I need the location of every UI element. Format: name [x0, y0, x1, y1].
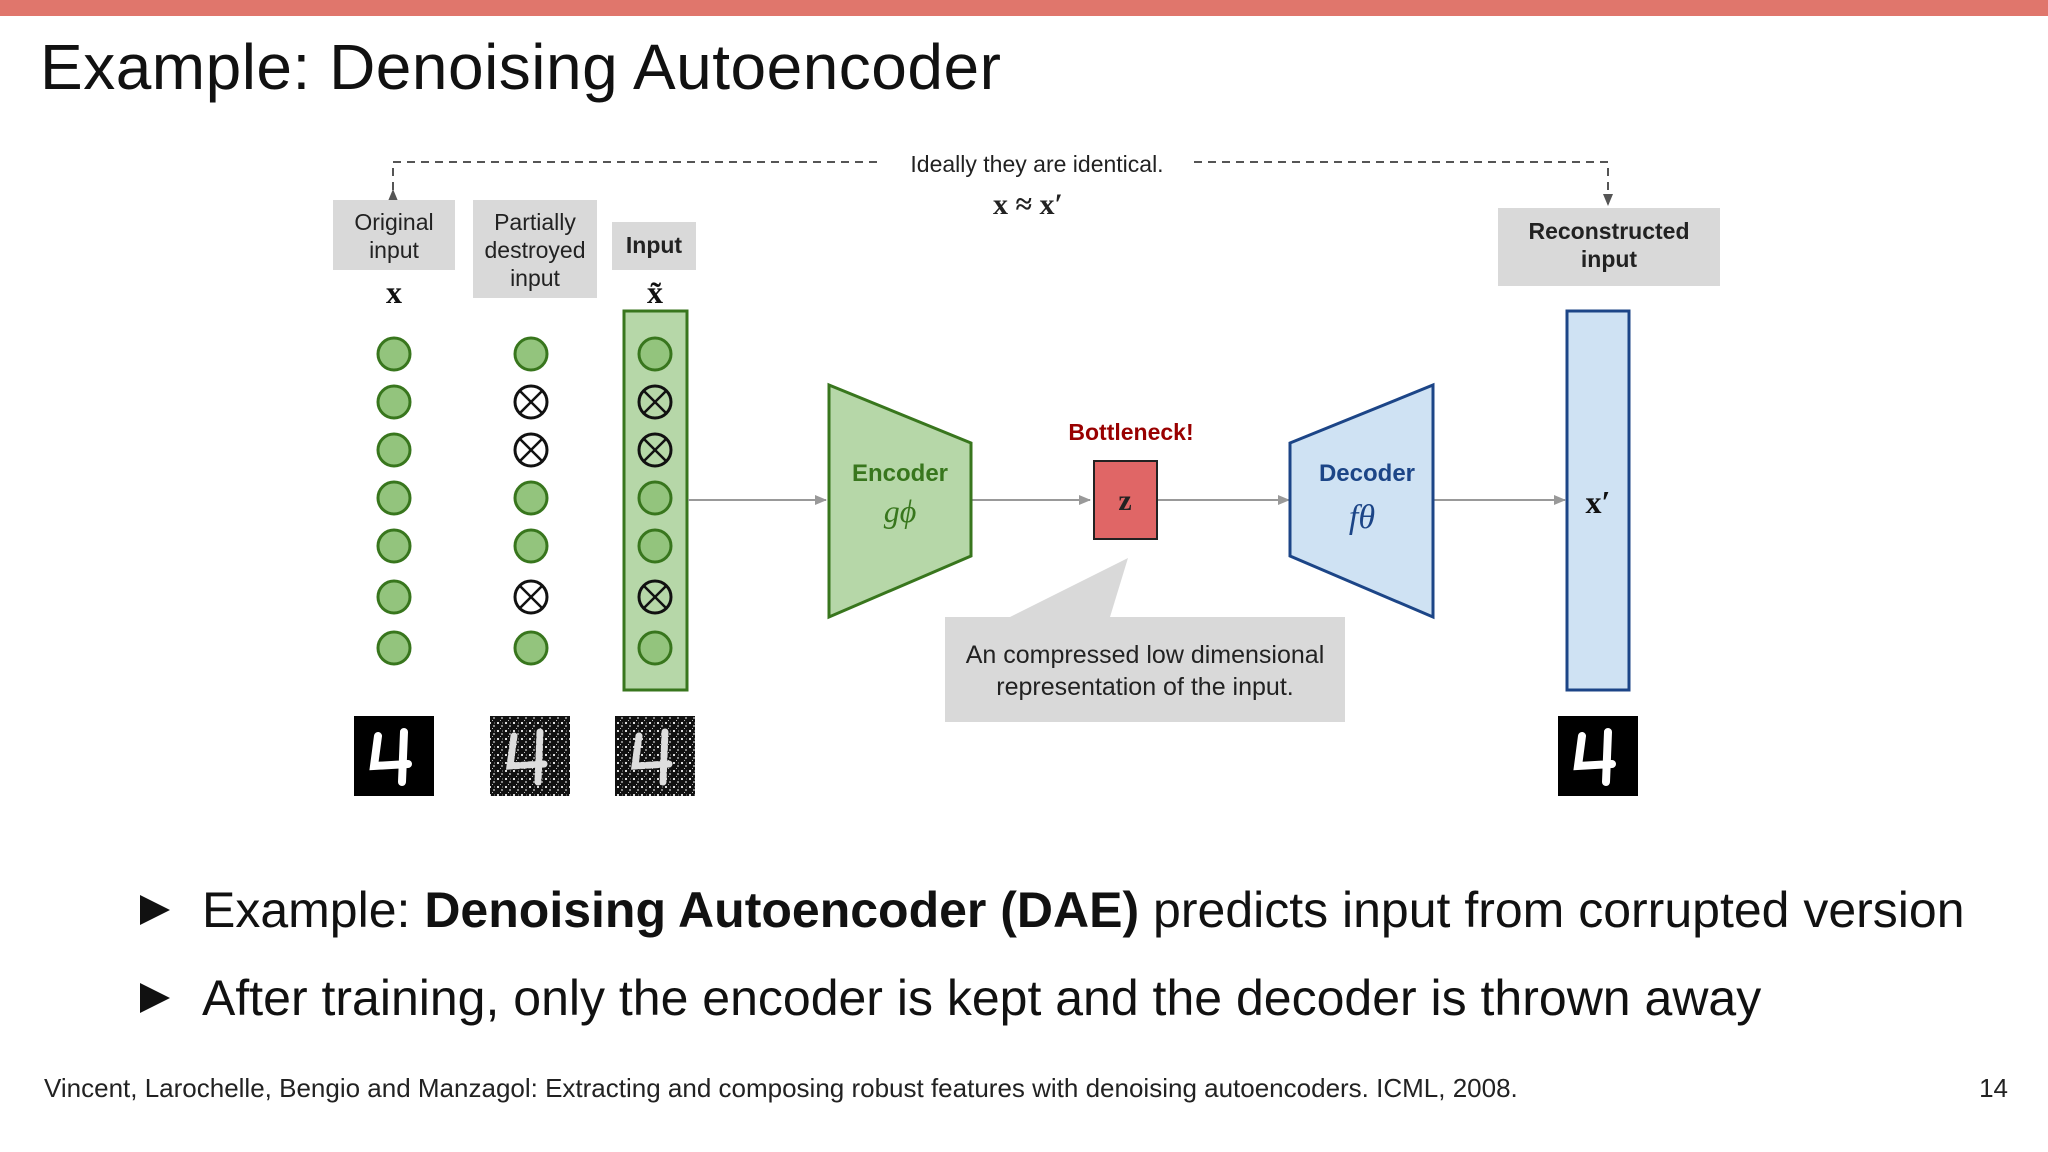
bottleneck-label: Bottleneck!: [1068, 419, 1193, 445]
bottleneck-block: Bottleneck! z: [1068, 419, 1194, 540]
partial-nodes: [513, 336, 549, 666]
original-label-line-1: Original: [354, 209, 433, 235]
bullet-arrow-icon: [140, 983, 170, 1013]
input-node: [637, 336, 673, 372]
original-node: [376, 579, 412, 615]
input-destroyed-node: [637, 432, 673, 468]
bullet-1-suffix: predicts input from corrupted version: [1139, 882, 1965, 938]
partial-destroyed-mark: [518, 437, 544, 463]
input-label-text: Input: [626, 232, 683, 258]
partial-destroyed-node: [513, 432, 549, 468]
bullet-list: Example: Denoising Autoencoder (DAE) pre…: [140, 866, 1965, 1042]
input-label: Input: [612, 222, 696, 270]
partial-destroyed-node: [513, 579, 549, 615]
page-title: Example: Denoising Autoencoder: [40, 31, 1002, 103]
bullet-item-1: Example: Denoising Autoencoder (DAE) pre…: [140, 866, 1965, 954]
decoder-function: fθ: [1349, 499, 1375, 536]
partial-node: [513, 630, 549, 666]
input-destroyed-node: [637, 384, 673, 420]
original-node: [376, 336, 412, 372]
original-input-label: Original input: [333, 200, 455, 270]
input-node: [637, 480, 673, 516]
symbol-x-tilde: x̃: [647, 274, 663, 310]
output-column: x′: [1565, 309, 1631, 692]
identity-note: Ideally they are identical.: [910, 151, 1163, 177]
bottleneck-symbol: z: [1118, 484, 1131, 517]
dae-diagram: Ideally they are identical. x ≈ x′ Origi…: [333, 151, 1720, 796]
input-digit-image: [615, 716, 695, 796]
encoder-function: gϕ: [884, 493, 917, 529]
callout-line-1: An compressed low dimensional: [966, 641, 1325, 669]
partial-destroyed-mark: [518, 584, 544, 610]
partial-label-line-3: input: [510, 265, 560, 291]
original-node: [376, 528, 412, 564]
bottleneck-callout: An compressed low dimensional representa…: [945, 558, 1345, 722]
input-destroyed-mark: [642, 584, 668, 610]
original-digit-image: [354, 716, 434, 796]
input-destroyed-mark: [642, 437, 668, 463]
input-destroyed-node: [637, 579, 673, 615]
bullet-item-2: After training, only the encoder is kept…: [140, 954, 1965, 1042]
original-label-line-2: input: [369, 237, 419, 263]
page-number: 14: [1979, 1073, 2008, 1103]
top-accent-bar: [0, 0, 2048, 16]
partial-label-line-2: destroyed: [484, 237, 585, 263]
partial-node: [513, 528, 549, 564]
input-nodes: [637, 336, 673, 666]
reconstructed-label: Reconstructed input: [1498, 208, 1720, 286]
partial-digit-image: [490, 716, 570, 796]
input-destroyed-mark: [642, 389, 668, 415]
original-node: [376, 630, 412, 666]
encoder-block: Encoder gϕ: [827, 382, 973, 620]
encoder-label: Encoder: [852, 460, 948, 487]
partial-destroyed-node: [513, 384, 549, 420]
partial-node: [513, 480, 549, 516]
identity-formula: x ≈ x′: [993, 188, 1063, 221]
partial-node: [513, 336, 549, 372]
original-node: [376, 384, 412, 420]
bullet-2-text: After training, only the encoder is kept…: [202, 970, 1762, 1026]
bullet-arrow-icon: [140, 895, 170, 925]
original-nodes: [376, 336, 412, 666]
input-column-box: [622, 309, 689, 692]
decoder-block: Decoder fθ: [1288, 382, 1435, 620]
original-node: [376, 480, 412, 516]
reconstructed-label-line-1: Reconstructed: [1528, 218, 1689, 244]
callout-line-2: representation of the input.: [996, 673, 1293, 701]
reconstructed-label-line-2: input: [1581, 246, 1638, 272]
identity-link: Ideally they are identical. x ≈ x′: [388, 151, 1613, 221]
reconstructed-digit-image: [1558, 716, 1638, 796]
input-node: [637, 630, 673, 666]
bullet-1-text: Example: Denoising Autoencoder (DAE) pre…: [202, 881, 1965, 939]
input-node: [637, 528, 673, 564]
partial-input-label: Partially destroyed input: [473, 200, 597, 298]
bullet-1-bold: Denoising Autoencoder (DAE): [424, 882, 1140, 938]
partial-label-line-1: Partially: [494, 209, 576, 235]
symbol-x: x: [386, 274, 402, 310]
decoder-label: Decoder: [1319, 460, 1415, 487]
original-node: [376, 432, 412, 468]
citation: Vincent, Larochelle, Bengio and Manzagol…: [44, 1073, 1518, 1103]
symbol-x-prime: x′: [1586, 484, 1611, 520]
partial-destroyed-mark: [518, 389, 544, 415]
bullet-1-prefix: Example:: [202, 882, 425, 938]
